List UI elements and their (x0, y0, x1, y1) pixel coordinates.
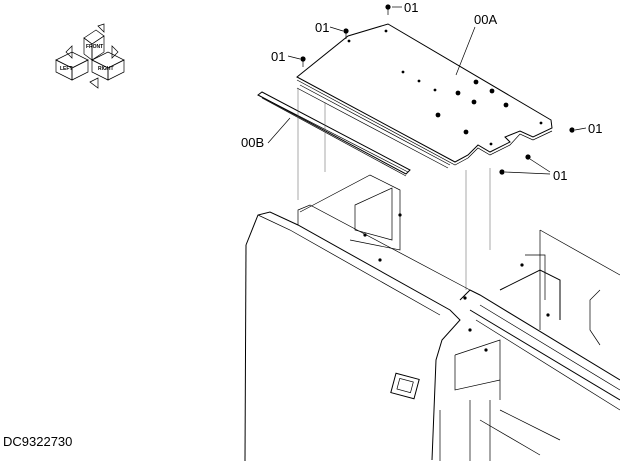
orientation-icon: LEFT FRONT RIGHT (55, 23, 125, 89)
label-seal-strip: 00B (241, 135, 264, 150)
orientation-word-left: LEFT (60, 66, 73, 72)
label-bolt-top: 01 (404, 0, 418, 15)
cover-plate (296, 23, 553, 166)
drawing-code: DC9322730 (3, 434, 72, 449)
bolt-lower-right (499, 154, 551, 175)
bolt-upper-left-a (329, 26, 349, 39)
label-bolt-upper-left-b: 01 (271, 49, 285, 64)
bolt-right (569, 127, 587, 133)
orientation-word-front: FRONT (86, 44, 103, 50)
orientation-word-right: RIGHT (98, 66, 114, 72)
label-cover-plate: 00A (474, 12, 497, 27)
bolt-top (385, 4, 402, 15)
label-bolt-right: 01 (588, 121, 602, 136)
label-bolt-upper-left-a: 01 (315, 20, 329, 35)
seal-strip (257, 91, 411, 177)
machine-frame (244, 88, 620, 461)
bolt-upper-left-b (287, 55, 306, 67)
label-bolt-lower-right: 01 (553, 168, 567, 183)
